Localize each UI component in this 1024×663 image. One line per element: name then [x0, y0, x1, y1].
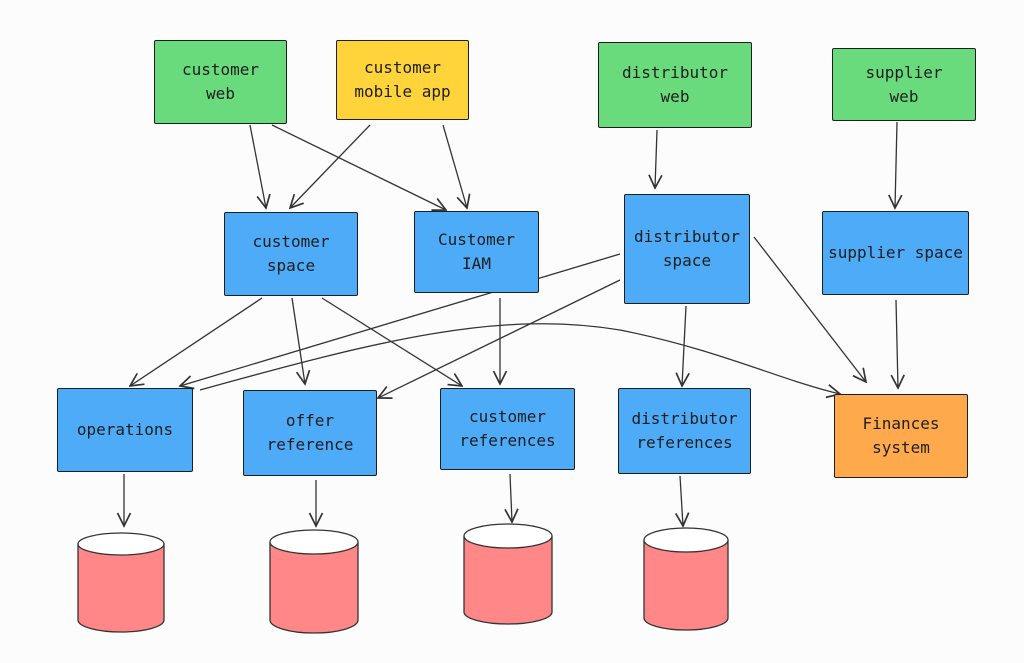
edge-customer-space-to-operations [130, 297, 263, 386]
edge-supplier-space-to-finances-system [896, 299, 898, 388]
customer-web-node[interactable]: customer web [154, 40, 287, 124]
edge-mobile-app-to-customer-space [290, 124, 371, 208]
offer-reference-database [269, 529, 359, 634]
operations-database [77, 532, 165, 633]
edge-distributor-references-to-db [680, 475, 683, 526]
edge-distributor-space-to-offer-reference [378, 279, 621, 398]
customer-space-node[interactable]: customer space [224, 212, 358, 296]
offer-reference-node[interactable]: offer reference [243, 390, 377, 476]
supplier-space-node[interactable]: supplier space [822, 211, 969, 295]
distributor-space-node[interactable]: distributor space [624, 194, 750, 304]
edge-customer-references-to-db [510, 473, 512, 522]
operations-node[interactable]: operations [57, 388, 193, 472]
edge-customer-web-to-customer-iam [271, 124, 446, 210]
finances-system-node[interactable]: Finances system [834, 394, 968, 478]
edge-distributor-space-to-distributor-references [682, 305, 686, 386]
edge-distributor-web-to-distributor-space [655, 129, 657, 188]
edge-distributor-space-to-finances-system [753, 236, 866, 382]
distributor-web-node[interactable]: distributor web [598, 42, 752, 128]
supplier-web-node[interactable]: supplier web [832, 48, 976, 121]
distributor-references-database [643, 527, 729, 631]
customer-references-database [463, 523, 553, 625]
edge-customer-space-to-offer-reference [291, 297, 305, 384]
distributor-references-node[interactable]: distributor references [618, 388, 751, 474]
customer-mobile-app-node[interactable]: customer mobile app [336, 40, 469, 120]
customer-iam-node[interactable]: Customer IAM [414, 211, 539, 293]
edge-distributor-space-to-operations [180, 253, 621, 386]
edge-supplier-web-to-supplier-space [895, 121, 897, 208]
edge-mobile-app-to-customer-iam [442, 124, 467, 208]
customer-references-node[interactable]: customer references [440, 388, 575, 470]
edge-operations-to-finances-system [199, 323, 840, 394]
edge-customer-web-to-customer-space [249, 124, 266, 208]
